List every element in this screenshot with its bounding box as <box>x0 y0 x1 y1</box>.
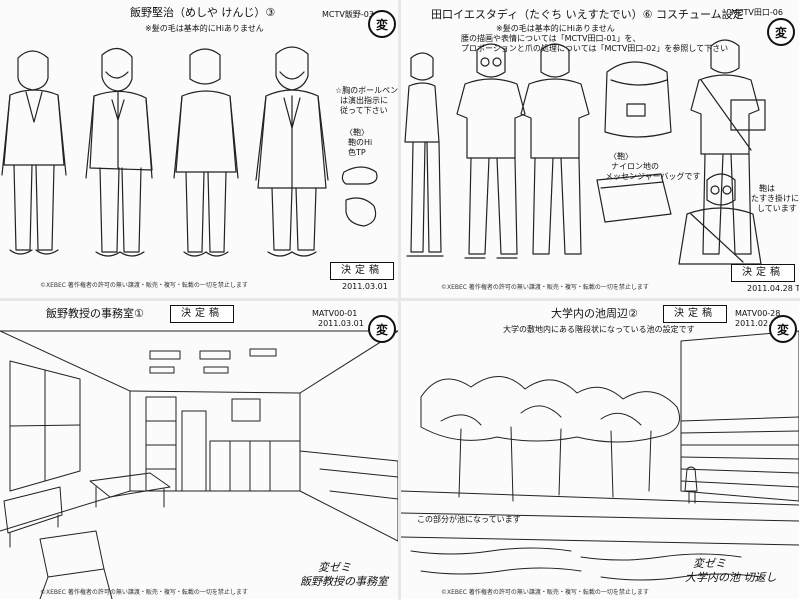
background-sheet-office: 飯野教授の事務室① 決定稿 MATV00-01 2011.03.01 変 変ゼミ… <box>0 301 398 599</box>
bag-note-line-1: 〈鞄〉 <box>609 152 633 161</box>
iino-figures-drawing <box>1 46 378 257</box>
sheet-code: MATV00-01 <box>312 309 358 318</box>
approval-stamp: 決定稿 <box>731 264 795 282</box>
strap-note-line-3: しています <box>757 204 797 213</box>
sheet-date: 2011.04.28 T <box>747 284 799 293</box>
sheet-title: 大学内の池周辺② <box>551 307 638 320</box>
copyright-line: ©XEBEC 著作権者の許可の無い譲渡・販売・複写・転載の一切を禁止します <box>441 589 649 596</box>
office-interior-drawing <box>0 330 398 599</box>
strap-note-line-2: たすき掛けに <box>751 194 799 203</box>
sheet-note-1: ※髪の毛は基本的にHiありません <box>496 24 615 33</box>
handwritten-note-1: 変ゼミ <box>318 561 351 574</box>
sheet-code: MCTV飯野-03 <box>322 10 374 19</box>
bag-note-line-2: 鞄のHi <box>348 138 373 147</box>
sheet-note-2: 腰の描画や表情については「MCTV田口-01」を、 <box>461 34 641 43</box>
handwritten-note-2: 大学内の池 切返し <box>685 571 777 584</box>
sheet-title: 田口イエスタディ（たぐち いえすたでい）⑥ コスチューム設定 <box>431 8 744 21</box>
campus-pond-drawing <box>401 330 799 581</box>
approval-stamp: 決定稿 <box>663 305 727 323</box>
sheet-note: 大学の敷地内にある階段状になっている池の設定です <box>503 325 695 334</box>
approval-stamp: 決定稿 <box>170 305 234 323</box>
strap-note-line-1: 鞄は <box>759 184 775 193</box>
sheet-note: ※髪の毛は基本的にHiありません <box>145 24 264 33</box>
pond-note: この部分が池になっています <box>417 515 521 524</box>
sheet-title: 飯野教授の事務室① <box>46 307 144 320</box>
studio-seal-icon: 変 <box>767 18 795 46</box>
sheet-code: MATV00-28 <box>735 309 781 318</box>
bag-note-line-3: 色TP <box>348 148 366 157</box>
sheet-code: MCTV田口-06 <box>731 8 783 17</box>
approval-stamp: 決定稿 <box>330 262 394 280</box>
pen-note-line-1: ☆胸のボールペン <box>335 86 398 95</box>
copyright-line: ©XEBEC 著作権者の許可の無い譲渡・販売・複写・転載の一切を禁止します <box>40 589 248 596</box>
bag-note-line-3: メッセンジャーバッグです <box>605 172 701 181</box>
character-sheet-taguchi: 田口イエスタディ（たぐち いえすたでい）⑥ コスチューム設定 MCTV田口-06… <box>401 0 799 298</box>
studio-seal-icon: 変 <box>769 315 797 343</box>
studio-seal-icon: 変 <box>368 10 396 38</box>
sheet-date: 2011.03.01 <box>342 282 388 291</box>
copyright-line: ©XEBEC 著作権者の許可の無い譲渡・販売・複写・転載の一切を禁止します <box>40 282 248 289</box>
handwritten-note-1: 変ゼミ <box>693 557 726 570</box>
bag-note-line-2: ナイロン地の <box>611 162 659 171</box>
bag-note-line-1: 〈鞄〉 <box>345 128 369 137</box>
sheet-title: 飯野堅治（めしや けんじ）③ <box>130 6 276 19</box>
pen-note-line-3: 従って下さい <box>340 106 388 115</box>
handwritten-note-2: 飯野教授の事務室 <box>300 575 388 588</box>
character-sheet-iino: 飯野堅治（めしや けんじ）③ ※髪の毛は基本的にHiありません MCTV飯野-0… <box>0 0 398 298</box>
background-sheet-pond: 大学内の池周辺② 決定稿 MATV00-28 2011.02.04 変 大学の敷… <box>401 301 799 599</box>
sheet-date: 2011.02.04 <box>735 319 781 328</box>
sheet-date: 2011.03.01 <box>318 319 364 328</box>
studio-seal-icon: 変 <box>368 315 396 343</box>
horizontal-divider <box>0 298 800 301</box>
sheet-note-3: プロポーションと爪の処理については「MCTV田口-02」を参照して下さい <box>461 44 729 53</box>
copyright-line: ©XEBEC 著作権者の許可の無い譲渡・販売・複写・転載の一切を禁止します <box>441 284 649 291</box>
taguchi-figures-drawing <box>404 39 766 265</box>
pen-note-line-2: は演出指示に <box>340 96 388 105</box>
